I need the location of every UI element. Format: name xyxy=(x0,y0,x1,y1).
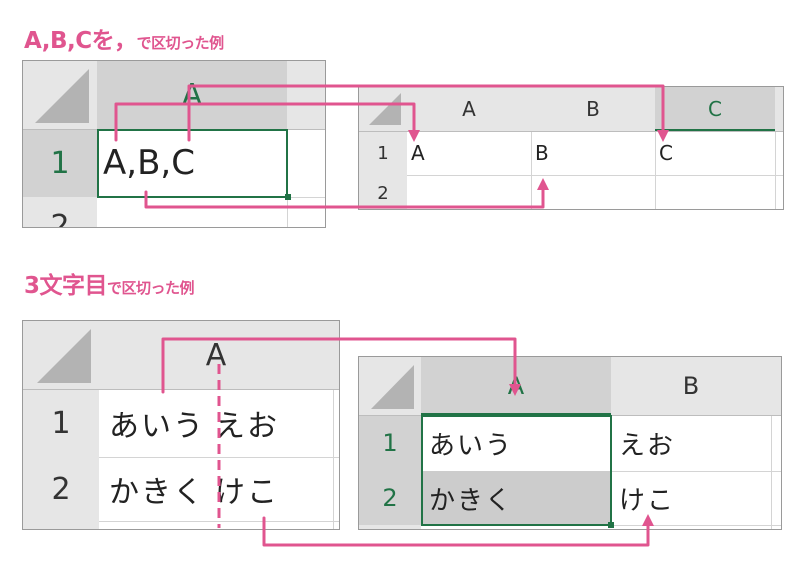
cell-a1[interactable]: A,B,C xyxy=(103,143,195,183)
cell-a1[interactable]: あいう xyxy=(429,430,514,461)
column-header-a[interactable]: A xyxy=(97,61,287,129)
cell-c1[interactable]: C xyxy=(659,141,673,165)
row-header-2[interactable]: 2 xyxy=(23,197,97,227)
title-third-char-example: 3文字目で区切った例 xyxy=(24,273,195,299)
select-all-corner[interactable] xyxy=(23,61,97,129)
cell-a2-right: けこ xyxy=(215,475,279,510)
cell-a1-right: えお xyxy=(215,409,279,444)
selection-a1-a2 xyxy=(421,415,612,526)
column-header-b[interactable]: B xyxy=(531,87,655,131)
arrow-b-to-col-b xyxy=(144,178,549,209)
title-third-char-main: 3文字目 xyxy=(24,273,108,299)
cell-b2[interactable]: けこ xyxy=(619,485,676,516)
arrow-c-to-col-c xyxy=(187,84,669,142)
corner-triangle-icon xyxy=(35,69,89,123)
arrow-left-part-to-col-a xyxy=(161,337,521,396)
cell-a1[interactable]: あいうえお xyxy=(99,389,333,457)
column-header-b[interactable]: B xyxy=(611,357,771,415)
column-header-next[interactable] xyxy=(287,61,325,129)
row-header-1[interactable]: 1 xyxy=(23,389,99,457)
corner-triangle-icon xyxy=(369,93,401,125)
selection-a1 xyxy=(97,129,288,198)
cell-a1-left: あいう xyxy=(109,409,205,444)
cell-a2[interactable]: かきくけこ xyxy=(99,457,333,521)
select-all-corner[interactable] xyxy=(359,357,421,415)
title-abc-example: A,B,Cを，で区切った例 xyxy=(24,30,224,53)
select-all-corner[interactable] xyxy=(359,87,407,131)
row-header-2[interactable]: 2 xyxy=(359,175,407,209)
row-header-2[interactable]: 2 xyxy=(359,471,421,525)
row-header-1[interactable]: 1 xyxy=(359,131,407,175)
row-header-2[interactable]: 2 xyxy=(23,457,99,521)
row-header-1[interactable]: 1 xyxy=(23,129,97,197)
column-header-c[interactable]: C xyxy=(655,87,775,131)
fill-handle[interactable] xyxy=(285,194,291,200)
fill-handle[interactable] xyxy=(608,522,614,528)
cell-b1[interactable]: B xyxy=(535,141,549,165)
sheet-source-abc: A 1 2 A,B,C xyxy=(22,60,326,228)
cell-a1[interactable]: A xyxy=(411,141,425,165)
corner-triangle-icon xyxy=(371,365,414,409)
select-all-corner[interactable] xyxy=(23,321,99,389)
cell-a2[interactable]: かきく xyxy=(421,471,611,525)
row-header-1[interactable]: 1 xyxy=(359,415,421,471)
column-header-a[interactable]: A xyxy=(99,321,333,389)
sheet-result-japanese: A B 1 2 あいう えお かきく けこ xyxy=(358,356,782,530)
sheet-result-abc: A B C 1 2 A B C xyxy=(358,86,784,210)
title-third-char-sub: で区切った例 xyxy=(107,279,195,297)
arrow-right-part-to-col-b xyxy=(262,514,654,547)
sheet-source-japanese: A 1 2 あいうえお かきくけこ xyxy=(22,320,340,530)
cell-b1[interactable]: えお xyxy=(619,430,676,461)
title-abc-sub: で区切った例 xyxy=(136,34,225,52)
cell-a2-left: かきく xyxy=(109,475,205,510)
arrow-a-to-col-a xyxy=(114,102,420,142)
column-header-a[interactable]: A xyxy=(407,87,531,131)
title-abc-main: A,B,Cを， xyxy=(24,28,137,54)
corner-triangle-icon xyxy=(37,329,91,383)
